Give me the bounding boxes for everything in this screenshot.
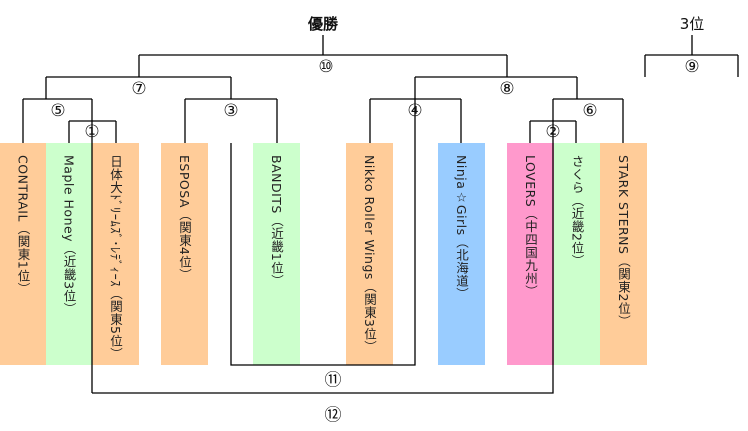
team-sakura: さくら（近畿2位） bbox=[554, 143, 600, 365]
team-ninja-girls: Ninja☆Girls（北海道） bbox=[438, 143, 485, 365]
team-label: BANDITS（近畿1位） bbox=[269, 155, 284, 288]
match-6-label: ⑥ bbox=[582, 101, 598, 121]
match-9-label: ⑨ bbox=[684, 57, 700, 77]
match-4-label: ④ bbox=[407, 101, 423, 121]
team-label: Nikko Roller Wings（関東3位） bbox=[362, 155, 377, 354]
match-2-label: ② bbox=[545, 122, 561, 142]
team-label: LOVERS（中四国九州） bbox=[523, 155, 538, 299]
team-label: 日体大ﾄﾞﾘｰﾑｽﾞ･ﾚﾃﾞｨｰｽ（関東5位） bbox=[108, 155, 123, 361]
match-11-label: ⑪ bbox=[324, 370, 342, 391]
team-nittaidai: 日体大ﾄﾞﾘｰﾑｽﾞ･ﾚﾃﾞｨｰｽ（関東5位） bbox=[92, 143, 139, 365]
team-label: ESPOSA（関東4位） bbox=[177, 155, 192, 282]
team-lovers: LOVERS（中四国九州） bbox=[507, 143, 554, 365]
team-esposa: ESPOSA（関東4位） bbox=[161, 143, 208, 365]
match-7-label: ⑦ bbox=[131, 79, 147, 99]
team-bandits: BANDITS（近畿1位） bbox=[253, 143, 300, 365]
team-label: CONTRAIL（関東1位） bbox=[15, 155, 31, 296]
team-contrail: CONTRAIL（関東1位） bbox=[0, 143, 46, 365]
third-place-title: 3位 bbox=[679, 15, 705, 33]
match-1-label: ① bbox=[84, 122, 100, 142]
match-5-label: ⑤ bbox=[50, 101, 66, 121]
team-label: STARK STERNS（関東2位） bbox=[616, 155, 631, 328]
match-12-label: ⑫ bbox=[324, 405, 342, 426]
match-10-label: ⑩ bbox=[318, 57, 334, 77]
match-3-label: ③ bbox=[223, 101, 239, 121]
team-label: Maple Honey（近畿3位） bbox=[61, 155, 77, 316]
team-maple-honey: Maple Honey（近畿3位） bbox=[46, 143, 92, 365]
match-8-label: ⑧ bbox=[499, 79, 515, 99]
team-label: Ninja☆Girls（北海道） bbox=[454, 155, 469, 301]
team-stark-sterns: STARK STERNS（関東2位） bbox=[600, 143, 647, 365]
champion-title: 優勝 bbox=[307, 15, 339, 33]
team-label: さくら（近畿2位） bbox=[569, 155, 585, 268]
team-nikko: Nikko Roller Wings（関東3位） bbox=[346, 143, 393, 365]
